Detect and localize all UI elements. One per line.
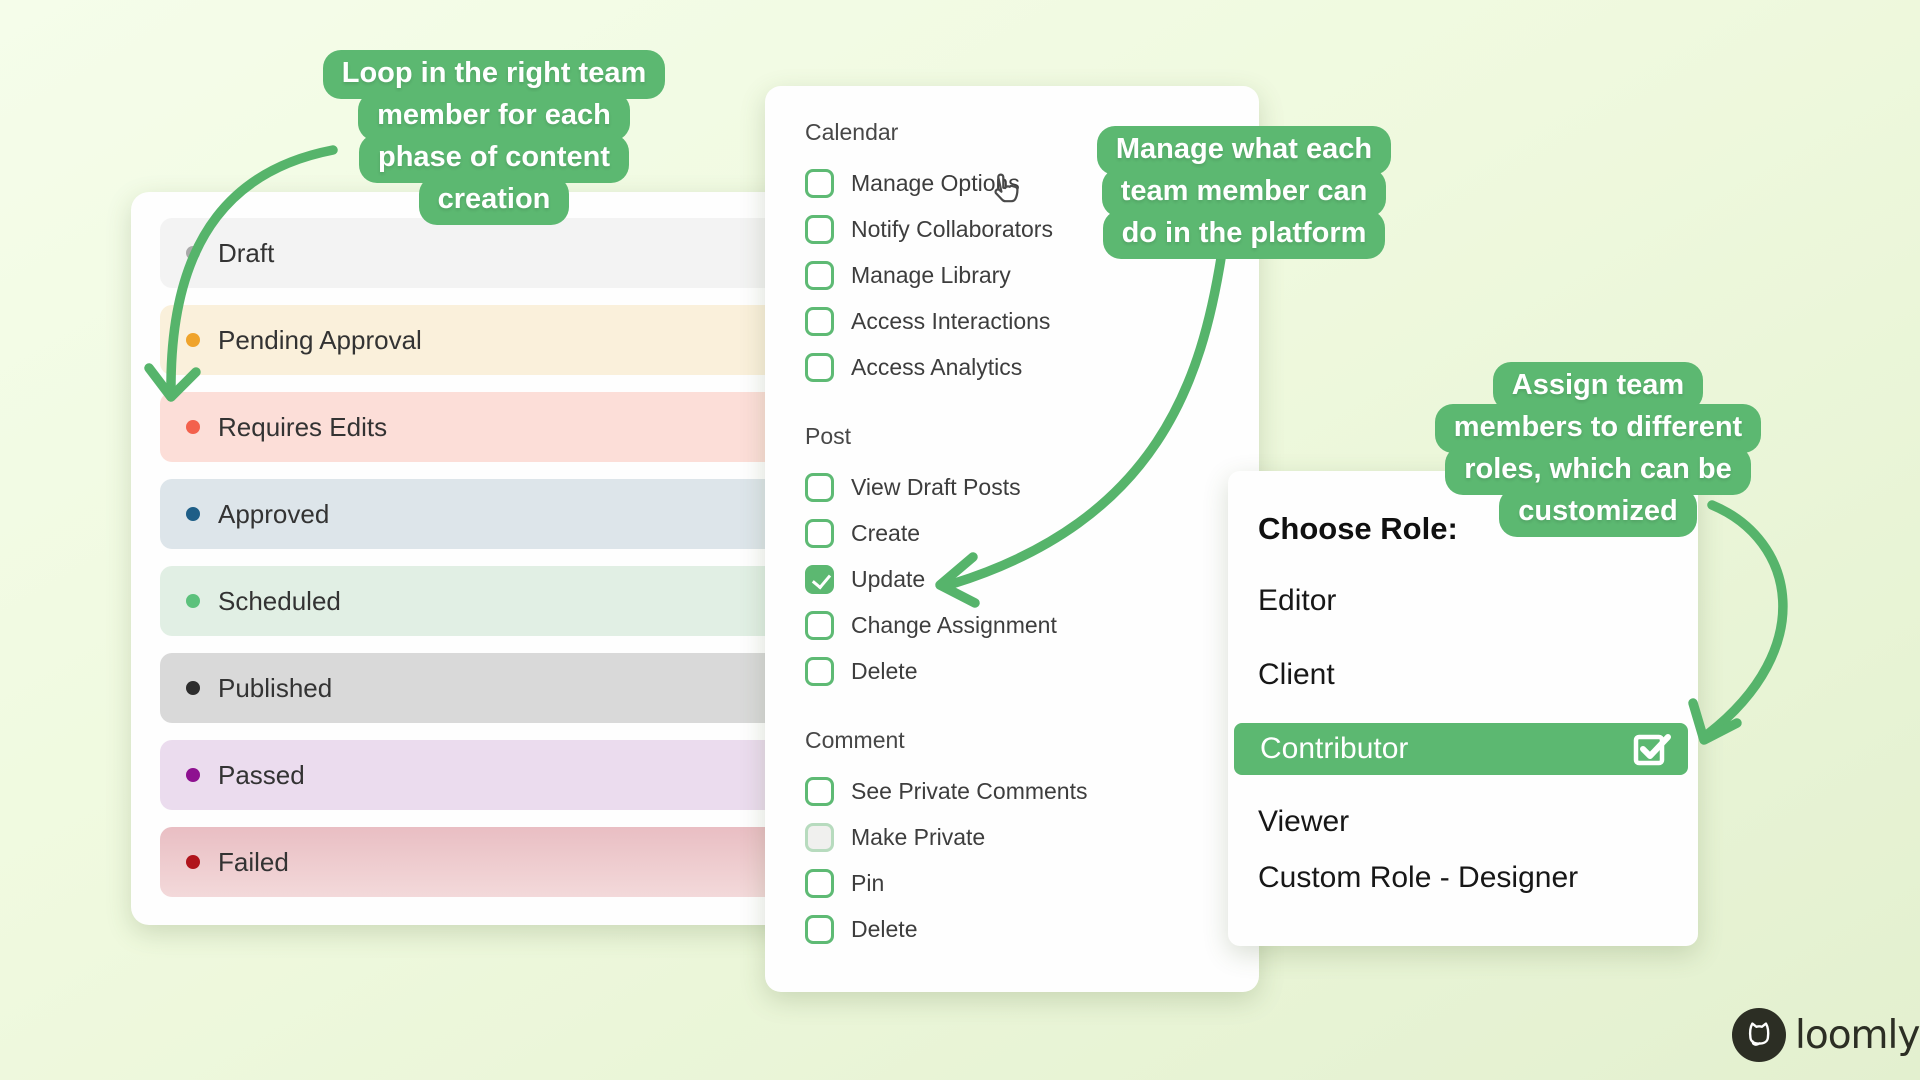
perm-item-label: Notify Collaborators	[851, 215, 1053, 242]
arrow-to-contributor-role	[1703, 500, 1788, 739]
checkbox-update[interactable]	[805, 564, 834, 594]
perm-item-delete: Delete	[805, 648, 1259, 694]
role-option-custom-role-designer[interactable]: Custom Role - Designer	[1258, 850, 1698, 906]
perm-item-label: Create	[851, 519, 921, 546]
perm-item-label: Delete	[851, 915, 918, 942]
role-label: Client	[1258, 658, 1335, 691]
status-dot-icon	[186, 594, 200, 608]
perm-item-manage-options: Manage Options	[805, 160, 1259, 206]
perm-item-label: Access Interactions	[851, 307, 1051, 334]
perm-item-pin: Pin	[805, 860, 1259, 906]
perm-item-label: Pin	[851, 869, 885, 896]
perm-item-delete: Delete	[805, 906, 1259, 952]
perm-item-update: Update	[805, 556, 1259, 602]
bubble-line: Manage what each	[1096, 126, 1392, 175]
status-dot-icon	[186, 333, 200, 347]
status-dot-icon	[186, 246, 200, 260]
perm-section-title: Post	[805, 423, 852, 449]
perm-section-title: Comment	[805, 727, 905, 753]
status-label: Draft	[218, 237, 275, 268]
perm-item-view-draft-posts: View Draft Posts	[805, 464, 1259, 510]
checkbox-access-interactions[interactable]	[805, 306, 834, 336]
status-dot-icon	[186, 768, 200, 782]
bubble-line: customized	[1499, 488, 1697, 537]
perm-item-label: Delete	[851, 657, 918, 684]
perm-item-see-private-comments: See Private Comments	[805, 768, 1259, 814]
status-label: Approved	[218, 498, 330, 529]
perm-item-label: Manage Library	[851, 261, 1011, 288]
bubble-line: members to different	[1434, 404, 1762, 453]
perm-item-change-assignment: Change Assignment	[805, 602, 1259, 648]
status-label: Scheduled	[218, 585, 341, 616]
checkbox-pin[interactable]	[805, 868, 834, 898]
perm-item-label: Access Analytics	[851, 353, 1023, 380]
status-dot-icon	[186, 507, 200, 521]
loomly-wordmark: loomly	[1795, 1012, 1920, 1058]
perm-item-label: Update	[851, 565, 926, 592]
status-dot-icon	[186, 855, 200, 869]
role-label: Contributor	[1260, 732, 1409, 765]
role-chooser-title: Choose Role:	[1258, 511, 1458, 546]
role-option-viewer[interactable]: Viewer	[1258, 794, 1698, 850]
selected-check-icon	[1630, 728, 1672, 770]
perm-item-label: Manage Options	[851, 169, 1020, 196]
role-label: Editor	[1258, 584, 1337, 617]
bubble-line: team member can	[1101, 168, 1387, 217]
perm-item-create: Create	[805, 510, 1259, 556]
arrow-to-contributor-role-head	[1688, 698, 1742, 745]
status-label: Pending Approval	[218, 324, 422, 355]
checkbox-make-private[interactable]	[805, 822, 834, 852]
checkbox-delete[interactable]	[805, 914, 834, 944]
loomly-logo: loomly	[1732, 1008, 1920, 1062]
role-label: Custom Role - Designer	[1258, 861, 1579, 894]
checkbox-view-draft-posts[interactable]	[805, 472, 834, 502]
checkbox-see-private-comments[interactable]	[805, 776, 834, 806]
perm-item-label: Make Private	[851, 823, 986, 850]
status-dot-icon	[186, 681, 200, 695]
perm-item-label: View Draft Posts	[851, 473, 1021, 500]
status-label: Requires Edits	[218, 411, 388, 442]
status-dot-icon	[186, 420, 200, 434]
bubble-line: creation	[418, 176, 570, 225]
bubble-line: phase of content	[358, 134, 629, 183]
bubble-line: roles, which can be	[1445, 446, 1751, 495]
checkbox-delete[interactable]	[805, 656, 834, 686]
checkbox-manage-library[interactable]	[805, 260, 834, 290]
perm-section-title: Calendar	[805, 119, 899, 145]
perm-item-label: See Private Comments	[851, 777, 1088, 804]
bubble-line: do in the platform	[1102, 210, 1386, 259]
loomly-cat-icon	[1732, 1008, 1786, 1062]
role-option-client[interactable]: Client	[1258, 647, 1698, 703]
role-option-editor[interactable]: Editor	[1258, 573, 1698, 629]
role-label: Viewer	[1258, 805, 1350, 838]
perm-item-access-interactions: Access Interactions	[805, 298, 1259, 344]
perm-item-notify-collaborators: Notify Collaborators	[805, 206, 1259, 252]
checkbox-notify-collaborators[interactable]	[805, 214, 834, 244]
status-label: Published	[218, 672, 333, 703]
checkbox-manage-options[interactable]	[805, 168, 834, 198]
hand-pointer-cursor-icon	[994, 173, 1019, 203]
perm-item-access-analytics: Access Analytics	[805, 344, 1259, 390]
bubble-line: member for each	[358, 92, 630, 141]
bubble-line: Loop in the right team	[322, 50, 666, 99]
perm-item-make-private: Make Private	[805, 814, 1259, 860]
checkbox-change-assignment[interactable]	[805, 610, 834, 640]
perm-item-label: Change Assignment	[851, 611, 1057, 638]
checkbox-access-analytics[interactable]	[805, 352, 834, 382]
status-label: Failed	[218, 846, 289, 877]
checkbox-create[interactable]	[805, 518, 834, 548]
bubble-line: Assign team	[1492, 362, 1704, 411]
status-label: Passed	[218, 759, 305, 790]
role-option-contributor[interactable]: Contributor	[1234, 723, 1688, 775]
